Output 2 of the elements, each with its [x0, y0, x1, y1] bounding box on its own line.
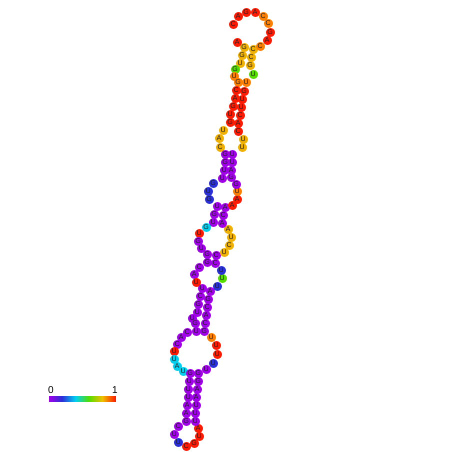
scale-value: 0: [48, 386, 54, 396]
scale-value: 1: [112, 386, 118, 396]
